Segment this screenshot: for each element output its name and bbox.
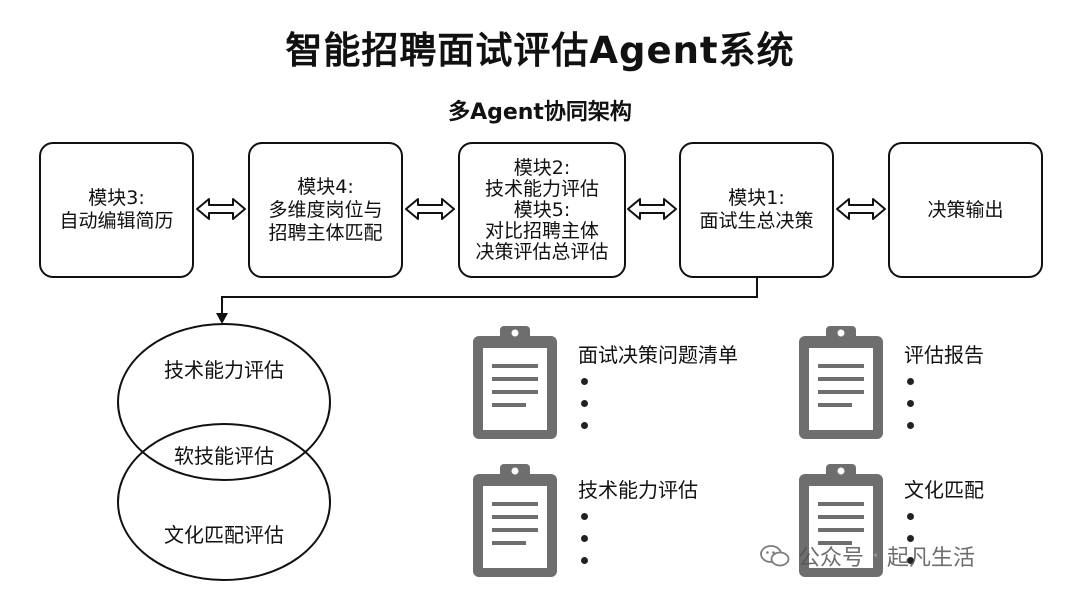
module-line: 对比招聘主体 — [484, 219, 599, 242]
module-line: 模块2: — [513, 156, 571, 179]
bullet-point — [907, 422, 914, 429]
bullet-point — [907, 378, 914, 385]
venn-label-top: 技术能力评估 — [164, 358, 284, 382]
bullet-point — [907, 513, 914, 520]
bullet-point — [581, 535, 588, 542]
bullet-point — [581, 513, 588, 520]
double-arrow-icon — [405, 198, 455, 220]
bullet-point — [581, 422, 588, 429]
double-arrow-icon — [196, 198, 246, 220]
output-label: 评估报告 — [904, 343, 984, 367]
watermark-source: 公众号 — [798, 546, 865, 571]
page-subtitle: 多Agent协同架构 — [448, 100, 632, 125]
watermark-separator: · — [872, 543, 880, 569]
module-line: 模块4: — [297, 175, 354, 198]
module-line: 自动编辑简历 — [59, 210, 174, 232]
module-line: 决策输出 — [927, 198, 1004, 221]
module-2-5-box: 模块2: 技术能力评估 模块5: 对比招聘主体 决策评估总评估 — [458, 142, 626, 278]
page-title: 智能招聘面试评估Agent系统 — [285, 29, 795, 72]
clipboard-icon — [473, 464, 557, 577]
venn-circle-bottom — [117, 423, 331, 581]
wechat-icon — [760, 545, 790, 567]
venn-label-bottom: 文化匹配评估 — [164, 523, 284, 547]
module-line: 模块1: — [728, 187, 785, 209]
clipboard-icon — [799, 326, 883, 439]
venn-diagram — [117, 323, 331, 581]
module-line: 技术能力评估 — [484, 177, 599, 200]
module-line: 面试生总决策 — [699, 210, 814, 232]
module-line: 决策评估总评估 — [475, 240, 609, 263]
double-arrow-icon — [627, 198, 677, 220]
output-label: 技术能力评估 — [578, 478, 698, 502]
watermark: 公众号 · 起凡生活 — [760, 540, 975, 572]
watermark-author: 起凡生活 — [887, 546, 976, 571]
bullet-point — [907, 535, 914, 542]
module-line: 模块5: — [513, 198, 571, 221]
output-label: 面试决策问题清单 — [578, 343, 738, 367]
bullet-point — [907, 557, 914, 564]
venn-circle-top — [117, 323, 331, 481]
module-1-box: 模块1: 面试生总决策 — [679, 142, 834, 278]
bullet-point — [581, 400, 588, 407]
bullet-point — [907, 400, 914, 407]
module-4-box: 模块4: 多维度岗位与 招聘主体匹配 — [248, 142, 403, 278]
clipboard-icon — [799, 464, 883, 577]
module-line: 招聘主体匹配 — [268, 221, 383, 244]
output-label: 文化匹配 — [904, 478, 984, 502]
venn-label-middle: 软技能评估 — [174, 444, 274, 468]
bullet-point — [581, 378, 588, 385]
clipboard-icon — [473, 326, 557, 439]
module-3-box: 模块3: 自动编辑简历 — [39, 142, 194, 278]
module-line: 多维度岗位与 — [268, 198, 383, 221]
bullet-point — [581, 557, 588, 564]
decision-output-box: 决策输出 — [888, 142, 1043, 278]
double-arrow-icon — [836, 198, 886, 220]
module-line: 模块3: — [88, 187, 145, 209]
